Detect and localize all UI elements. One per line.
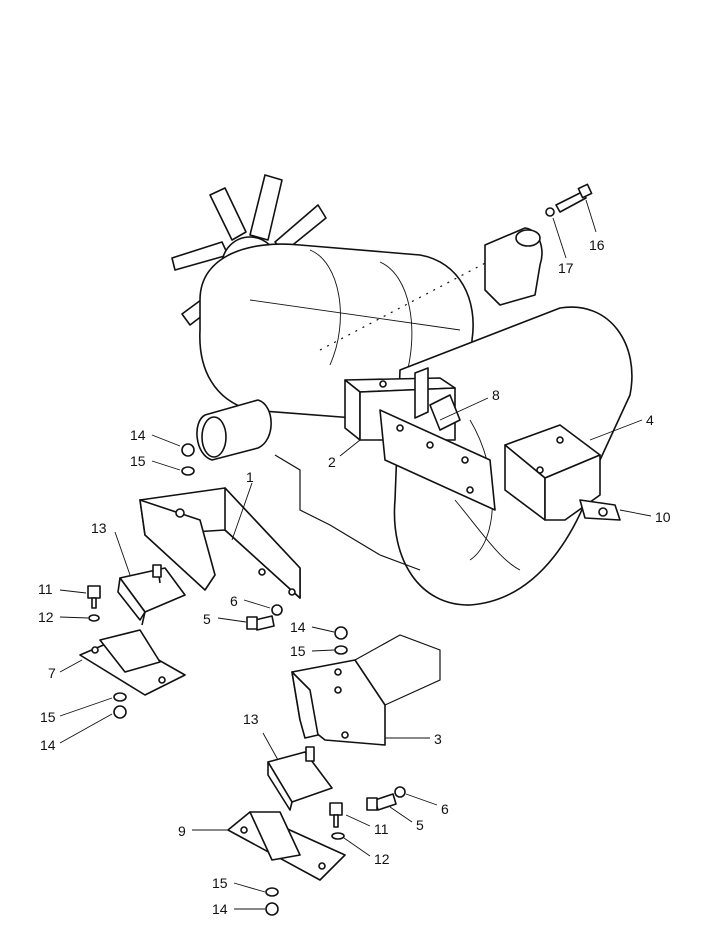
label-part-17: 17	[558, 260, 574, 276]
bracket-3	[291, 634, 441, 746]
bracket-1	[139, 487, 301, 599]
label-part-8: 8	[492, 387, 500, 403]
bolt-11-a	[87, 585, 101, 599]
washer-15-c	[334, 645, 348, 655]
label-part-14: 14	[212, 901, 228, 917]
label-part-5: 5	[203, 611, 211, 627]
label-part-4: 4	[646, 412, 654, 428]
label-part-10: 10	[655, 509, 671, 525]
bracket-8	[379, 394, 496, 511]
label-part-15: 15	[212, 875, 228, 891]
label-part-14: 14	[290, 619, 306, 635]
washer-17	[545, 207, 555, 217]
label-part-13: 13	[91, 520, 107, 536]
washer-12-b	[331, 832, 345, 840]
label-part-11: 11	[374, 821, 389, 837]
washer-6-a	[271, 604, 283, 616]
label-part-3: 3	[434, 731, 442, 747]
upper-mount-block	[484, 227, 543, 306]
plate-7	[79, 629, 186, 696]
label-part-15: 15	[130, 453, 146, 469]
nut-14-a	[181, 443, 195, 457]
washer-12-a	[88, 614, 100, 622]
leader-lines	[59, 199, 652, 910]
label-part-7: 7	[48, 665, 56, 681]
cushion-13-lower	[267, 746, 333, 811]
label-part-15: 15	[290, 643, 306, 659]
washer-15-b	[113, 692, 127, 702]
label-part-11: 11	[38, 581, 53, 597]
washer-15-d	[265, 887, 279, 897]
label-part-1: 1	[246, 469, 254, 485]
hardware	[87, 443, 406, 916]
label-part-5: 5	[416, 817, 424, 833]
bolt-5-a	[254, 615, 275, 631]
bolt-16	[555, 191, 587, 213]
washer-6-b	[394, 786, 406, 798]
plate-9	[227, 811, 346, 881]
label-part-12: 12	[38, 609, 54, 625]
cushion-13-upper	[117, 564, 186, 626]
nut-14-b	[113, 705, 127, 719]
label-part-14: 14	[40, 737, 56, 753]
label-part-6: 6	[441, 801, 449, 817]
washer-15-a	[181, 466, 195, 476]
label-part-12: 12	[374, 851, 390, 867]
label-part-6: 6	[230, 593, 238, 609]
nut-14-c	[334, 626, 348, 640]
bolt-11-b	[329, 802, 343, 816]
part-labels: 14 15 1 13 11 12 7 15 14 6 5 14 15 2 8 4…	[38, 237, 671, 917]
label-part-14: 14	[130, 427, 146, 443]
upper-bracket-group	[484, 183, 593, 306]
label-part-9: 9	[178, 823, 186, 839]
label-part-16: 16	[589, 237, 605, 253]
nut-14-d	[265, 902, 279, 916]
stud-upper	[152, 564, 162, 578]
label-part-2: 2	[328, 454, 336, 470]
rear-mount-4	[504, 424, 621, 521]
bolt-5-b	[374, 793, 397, 811]
label-part-13: 13	[243, 711, 259, 727]
label-part-15: 15	[40, 709, 56, 725]
